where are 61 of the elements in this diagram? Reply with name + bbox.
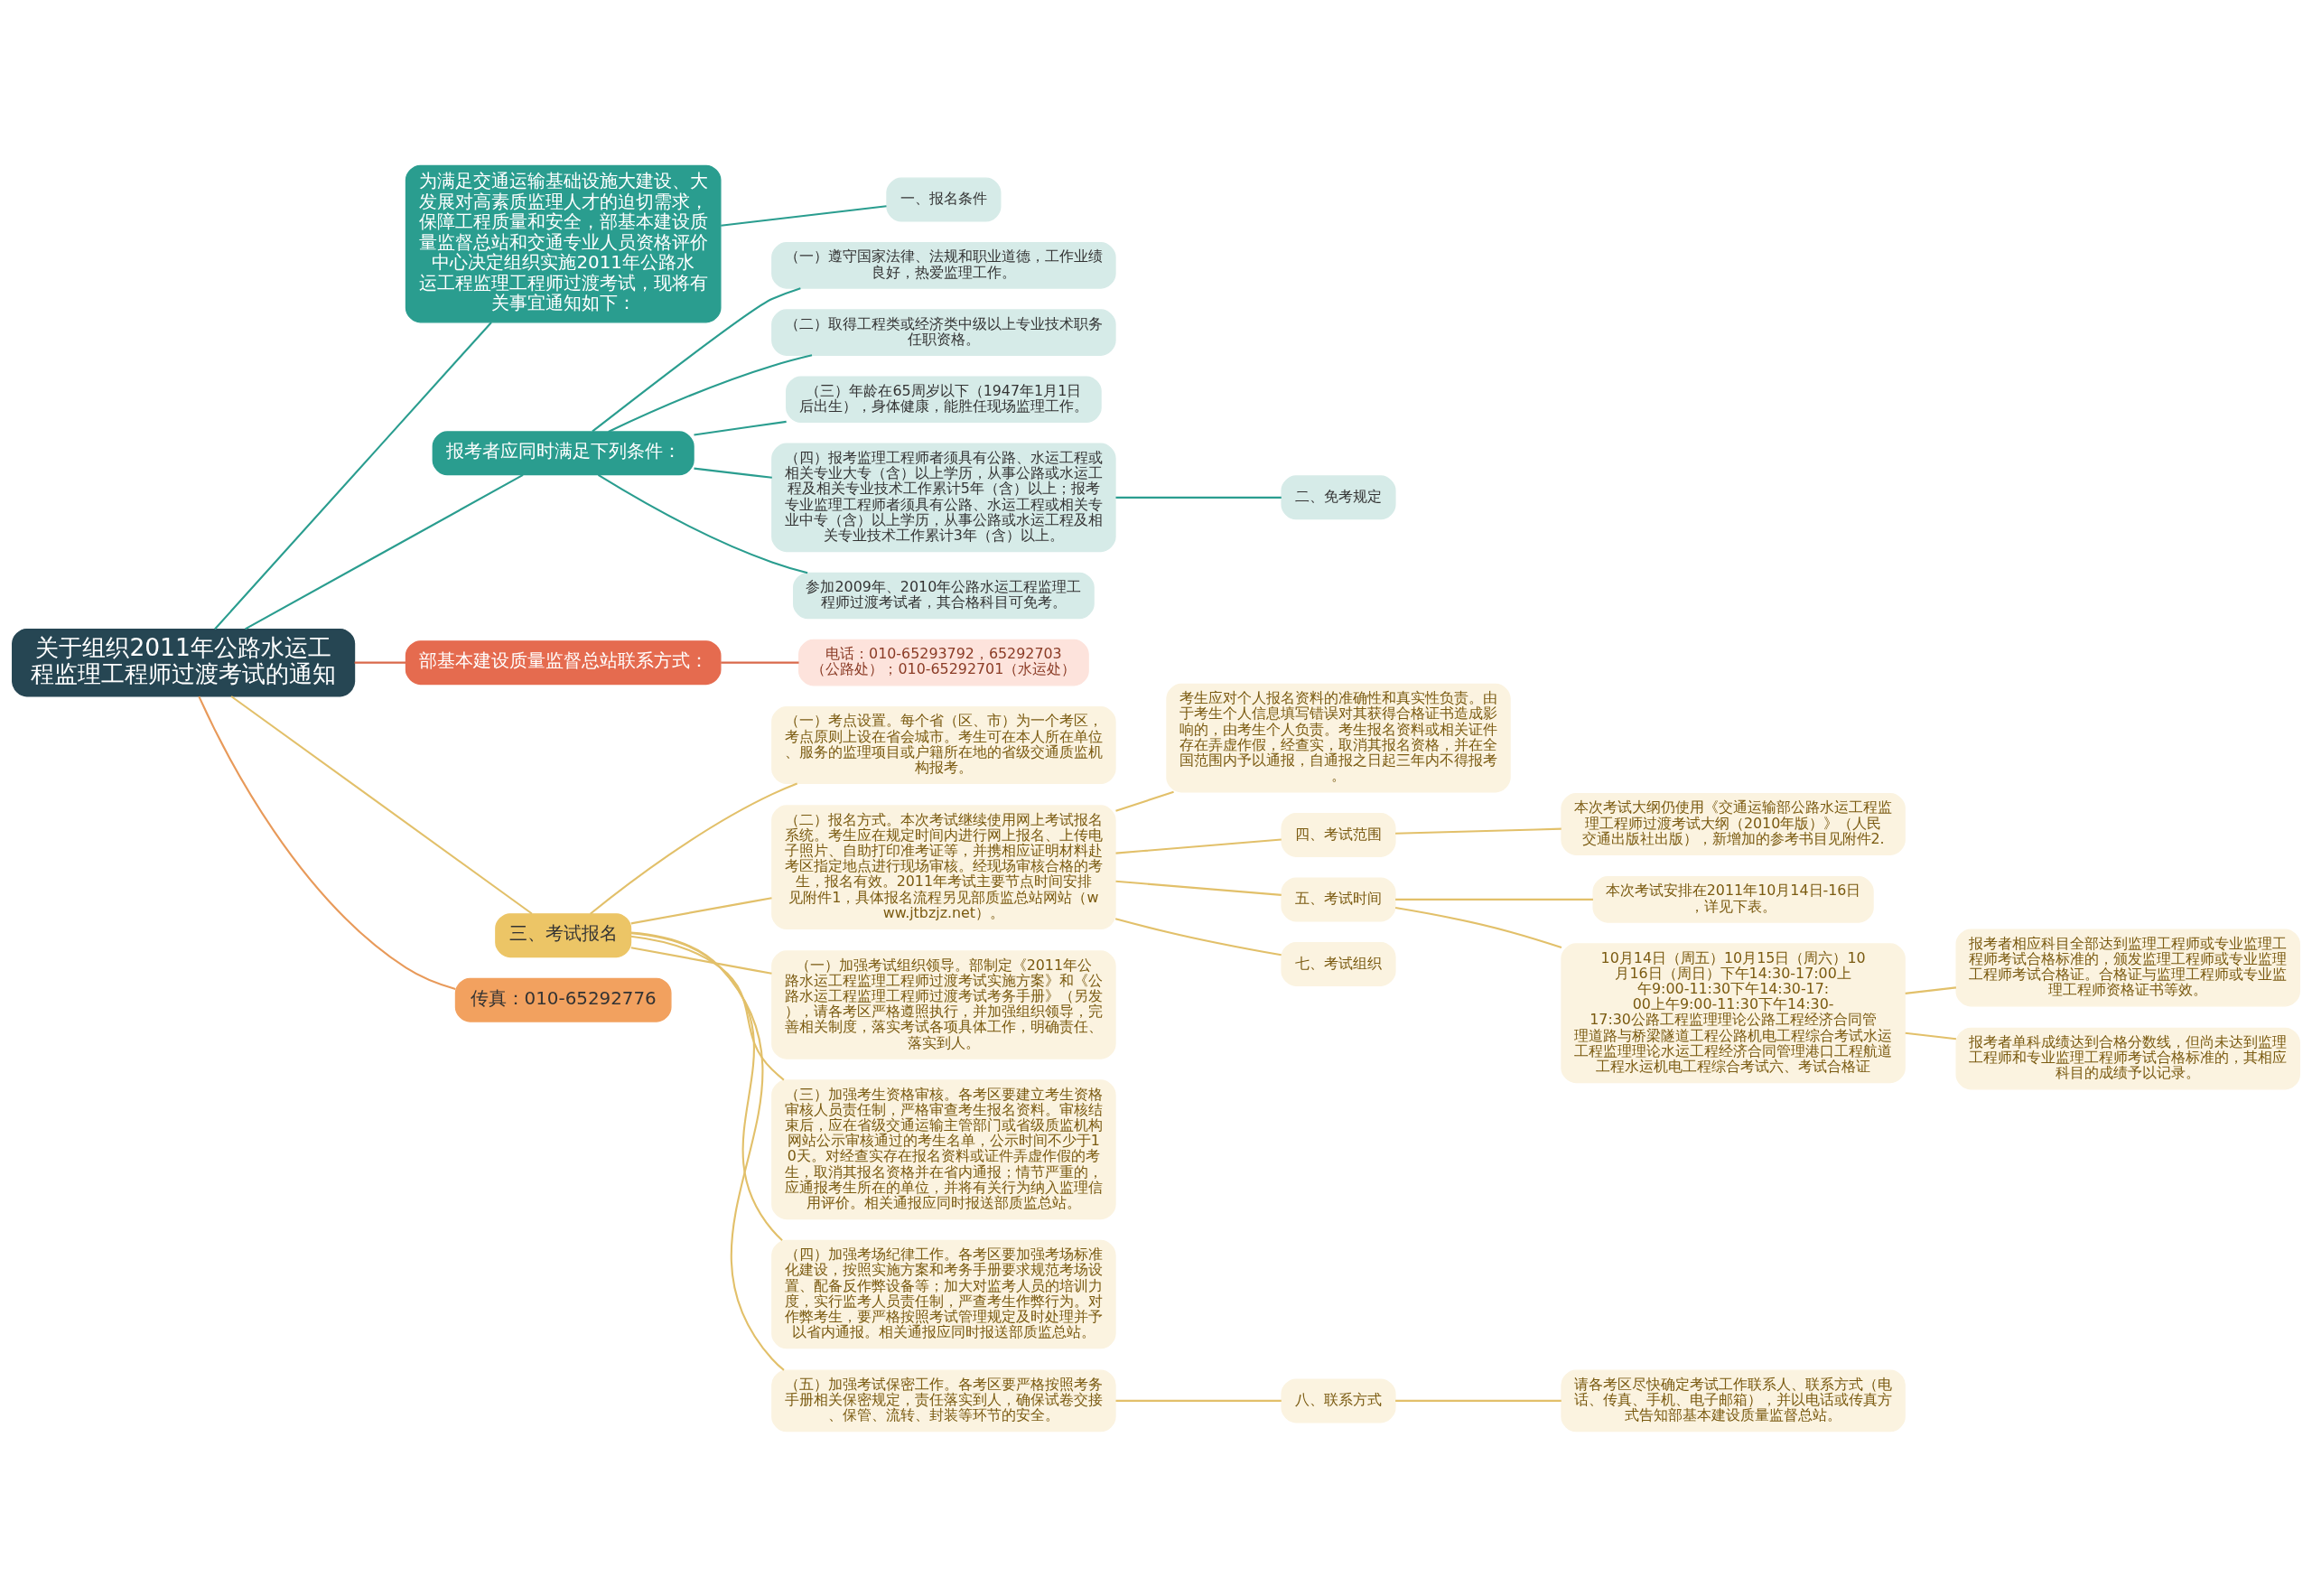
connector — [721, 661, 799, 664]
node-box: 七、考试组织 — [1281, 941, 1396, 986]
node-box: 二、免考规定 — [1281, 474, 1396, 519]
node-box: （三）年龄在65周岁以下（1947年1月1日后出生），身体健康，能胜任现场监理工作。 — [786, 375, 1102, 423]
node-box: （五）加强考试保密工作。各考区要严格按照考务手册相关保密规定，责任落实到人，确保试卷交接、保管、流转、封装等环节的安全。 — [771, 1369, 1116, 1432]
connector — [230, 695, 533, 914]
connector — [1395, 898, 1593, 901]
connector — [630, 931, 783, 1241]
node-box: 报考者单科成绩达到合格分数线，但尚未达到监理工程师和专业监理工程师考试合格标准的，其相应科目的成绩予以记录。 — [1955, 1027, 2300, 1090]
node-box: （一）加强考试组织领导。部制定《2011年公路水运工程监理工程师过渡考试实施方案》和《公路水运工程监理工程师过渡考试考务手册》（另发），请各考区严格遵照执行，并加强组织领导，完善相关制度，落实考试各项具体工作，明确责任、落实到人。 — [771, 949, 1116, 1059]
node-box: 请各考区尽快确定考试工作联系人、联系方式（电话、传真、手机、电子邮箱），并以电话或传真方式告知部基本建设质量监督总站。 — [1561, 1369, 1906, 1432]
connector — [1115, 790, 1174, 812]
connector — [1115, 880, 1282, 896]
node-box: 五、考试时间 — [1281, 876, 1396, 921]
node-box: 一、报名条件 — [886, 177, 1002, 222]
node-box: （一）考点设置。每个省（区、市）为一个考区，考点原则上设在省会城市。考生可在本人所在单位、服务的监理项目或户籍所在地的省级交通质监机构报考。 — [771, 705, 1116, 784]
connector — [1115, 837, 1282, 854]
connector — [354, 661, 406, 664]
node-box: 报考者相应科目全部达到监理工程师或专业监理工程师考试合格标准的，颁发监理工程师或专业监理工程师考试合格证。合格证与监理工程师或专业监理工程师资格证书等效。 — [1955, 928, 2300, 1006]
connector — [1905, 1031, 1957, 1040]
connector — [590, 782, 798, 915]
node-box: 传真：010-65292776 — [454, 977, 672, 1022]
connector — [630, 896, 772, 924]
node-box: 八、联系方式 — [1281, 1377, 1396, 1423]
connector — [608, 353, 813, 433]
connector — [1395, 827, 1562, 835]
node-box: 本次考试安排在2011年10月14日-16日，详见下表。 — [1592, 875, 1874, 923]
node-box: 部基本建设质量监督总站联系方式： — [405, 639, 722, 685]
connector — [1394, 906, 1562, 948]
connector — [245, 473, 524, 630]
node-box: （一）遵守国家法律、法规和职业道德，工作业绩良好，热爱监理工作。 — [771, 241, 1116, 289]
connector — [1114, 917, 1282, 956]
connector — [592, 286, 801, 432]
connector — [694, 420, 787, 435]
node-box: 为满足交通运输基础设施大建设、大发展对高素质监理人才的迫切需求，保障工程质量和安全，部基本建设质量监督总站和交通专业人员资格评价中心决定组织实施2011年公路水运工程监理工程师过渡考试，现将有关事宜通知如下： — [405, 164, 722, 322]
node-box: （四）报考监理工程师者须具有公路、水运工程或相关专业大专（含）以上学历，从事公路或水运工程及相关专业技术工作累计5年（含）以上；报考专业监理工程师者须具有公路、水运工程或相关专业中专（含）以上学历，从事公路或水运工程及相关专业技术工作累计3年（含）以上。 — [771, 443, 1116, 552]
node-box: （二）取得工程类或经济类中级以上专业技术职务任职资格。 — [771, 308, 1116, 356]
node-box: （二）报名方式。本次考试继续使用网上考试报名系统。考生应在规定时间内进行网上报名、上传电子照片、自助打印准考证等，并携相应证明材料赴考区指定地点进行现场审核。经现场审核合格的考生，报名有效。2011年考试主要节点时间安排见附件1，具体报名流程另见部质监总站网站（www.jtbzjz.net）。 — [771, 804, 1116, 929]
node-box: （三）加强考生资格审核。各考区要建立考生资格审核人员责任制，严格审查考生报名资料。审核结束后，应在省级交通运输主管部门或省级质监机构网站公示审核通过的考生名单，公示时间不少于10天。对经查实存在报名资料或证件弄虚作假的考生，取消其报名资格并在省内通报；情节严重的，应通报考生所在的单位，并将有关行为纳入监理信用评价。相关通报应同时报送部质监总站。 — [771, 1078, 1116, 1219]
connector — [198, 695, 456, 990]
node-box: 参加2009年、2010年公路水运工程监理工程师过渡考试者，其合格科目可免考。 — [793, 572, 1095, 619]
connector — [721, 204, 887, 227]
node-box: 报考者应同时满足下列条件： — [432, 430, 695, 475]
node-box: （四）加强考场纪律工作。各考区要加强考场标准化建设，按照实施方案和考务手册要求规范考场设置、配备反作弊设备等；加大对监考人员的培训力度，实行监考人员责任制，严查考生作弊行为。对作弊考生，要严格按照考试管理规定及时处理并予以省内通报。相关通报应同时报送部质监总站。 — [771, 1239, 1116, 1349]
connector — [214, 321, 492, 630]
connector — [630, 946, 772, 975]
connector — [1905, 985, 1957, 994]
connector — [1115, 496, 1282, 499]
node-box: 四、考试范围 — [1281, 812, 1396, 857]
node-box: 考生应对个人报名资料的准确性和真实性负责。由于考生个人信息填写错误对其获得合格证书造成影响的，由考生个人负责。考生报名资料或相关证件存在弄虚作假，经查实，取消其报名资格，并在全国范围内予以通报，自通报之日起三年内不得报考。 — [1166, 683, 1511, 792]
node-box: 三、考试报名 — [495, 912, 632, 957]
connector — [630, 935, 785, 1080]
node-box: 电话：010-65293792，65292703（公路处）；010-65292701（水运处） — [797, 639, 1089, 686]
connector — [597, 473, 808, 574]
connector — [630, 930, 785, 1371]
connector — [1115, 1399, 1282, 1402]
node-box: 关于组织2011年公路水运工程监理工程师过渡考试的通知 — [12, 628, 356, 696]
node-box: 本次考试大纲仍使用《交通运输部公路水运工程监理工程师过渡考试大纲（2010年版）》（人民交通出版社出版），新增加的参考书目见附件2. — [1561, 792, 1906, 855]
connector — [1395, 1399, 1562, 1402]
connector — [694, 467, 772, 479]
node-box: 10月14日（周五）10月15日（周六）10月16日（周日）下午14:30-17:00上午9:00-11:30下午14:30-17:00上午9:00-11:30下午14:30-17:30公路工程监理理论公路工程经济合同管理道路与桥梁隧道工程公路机电工程综合考试水运工程监理理论水运工程经济合同管理港口工程航道工程水运机电工程综合考试六、考试合格证 — [1561, 942, 1906, 1083]
